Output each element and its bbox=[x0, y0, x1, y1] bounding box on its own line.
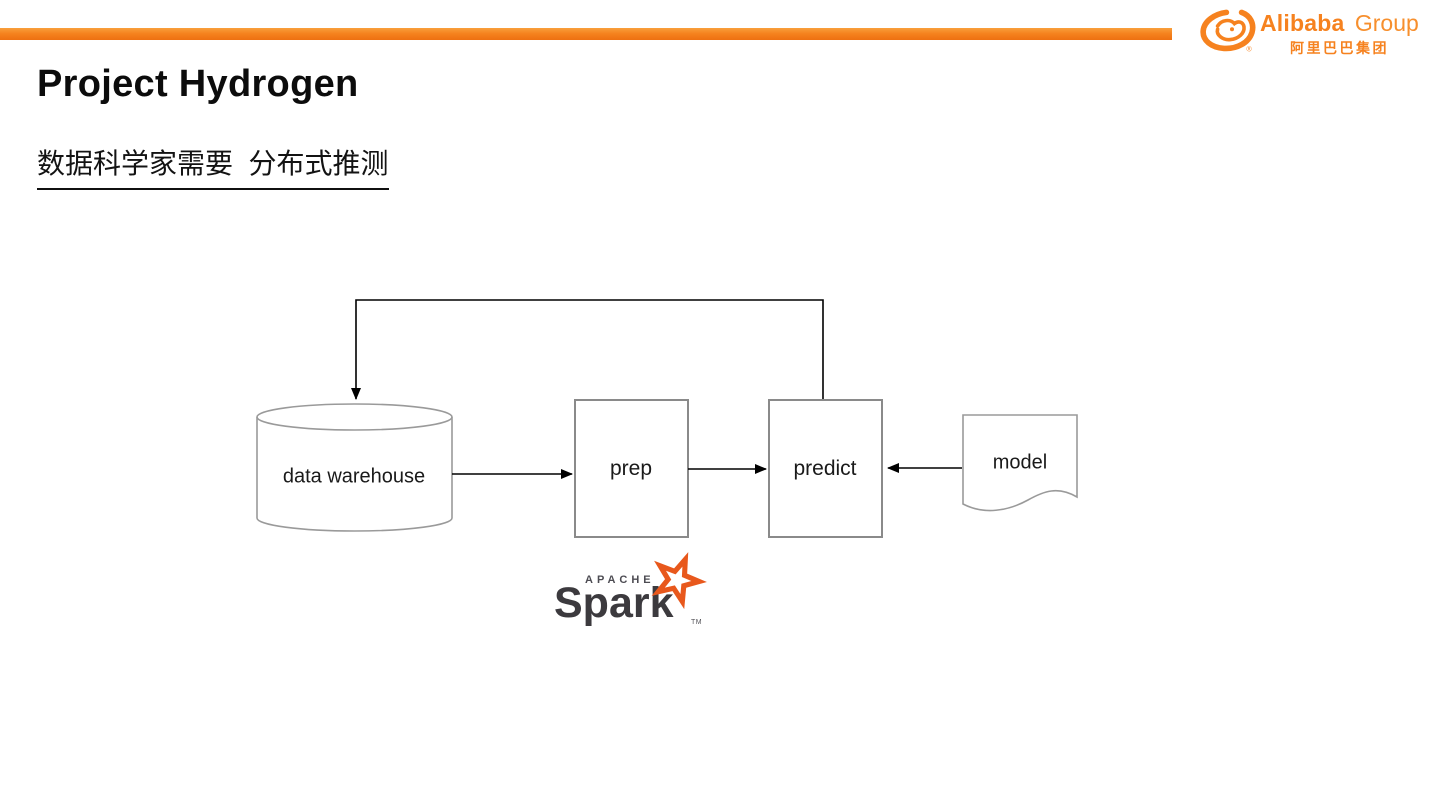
apache-spark-logo: APACHE Spark TM bbox=[552, 550, 722, 635]
subtitle: 数据科学家需要 分布式推测 bbox=[37, 147, 389, 190]
warehouse-label: data warehouse bbox=[282, 465, 426, 488]
prep-label: prep bbox=[609, 457, 653, 480]
brand-suffix: Group bbox=[1354, 10, 1419, 36]
spark-wordmark: Spark bbox=[554, 579, 674, 627]
brand-name-chinese: 阿里巴巴集团 bbox=[1290, 40, 1389, 56]
brand-name: Alibaba bbox=[1260, 10, 1345, 36]
alibaba-group-logo: ® Alibaba Group 阿里巴巴集团 bbox=[1200, 6, 1419, 58]
edge-predict-to-warehouse bbox=[351, 299, 824, 400]
page-title: Project Hydrogen bbox=[37, 63, 359, 105]
alibaba-logo-text: Alibaba Group 阿里巴巴集团 bbox=[1260, 6, 1419, 58]
alibaba-mark-icon: ® bbox=[1200, 9, 1256, 54]
spark-star-icon bbox=[651, 552, 707, 610]
spark-apache-text: APACHE bbox=[585, 574, 655, 586]
header-accent-bar bbox=[0, 28, 1172, 40]
spark-tm-text: TM bbox=[691, 619, 703, 626]
predict-label: predict bbox=[793, 457, 857, 480]
model-label: model bbox=[992, 451, 1048, 474]
registered-mark: ® bbox=[1246, 45, 1252, 54]
